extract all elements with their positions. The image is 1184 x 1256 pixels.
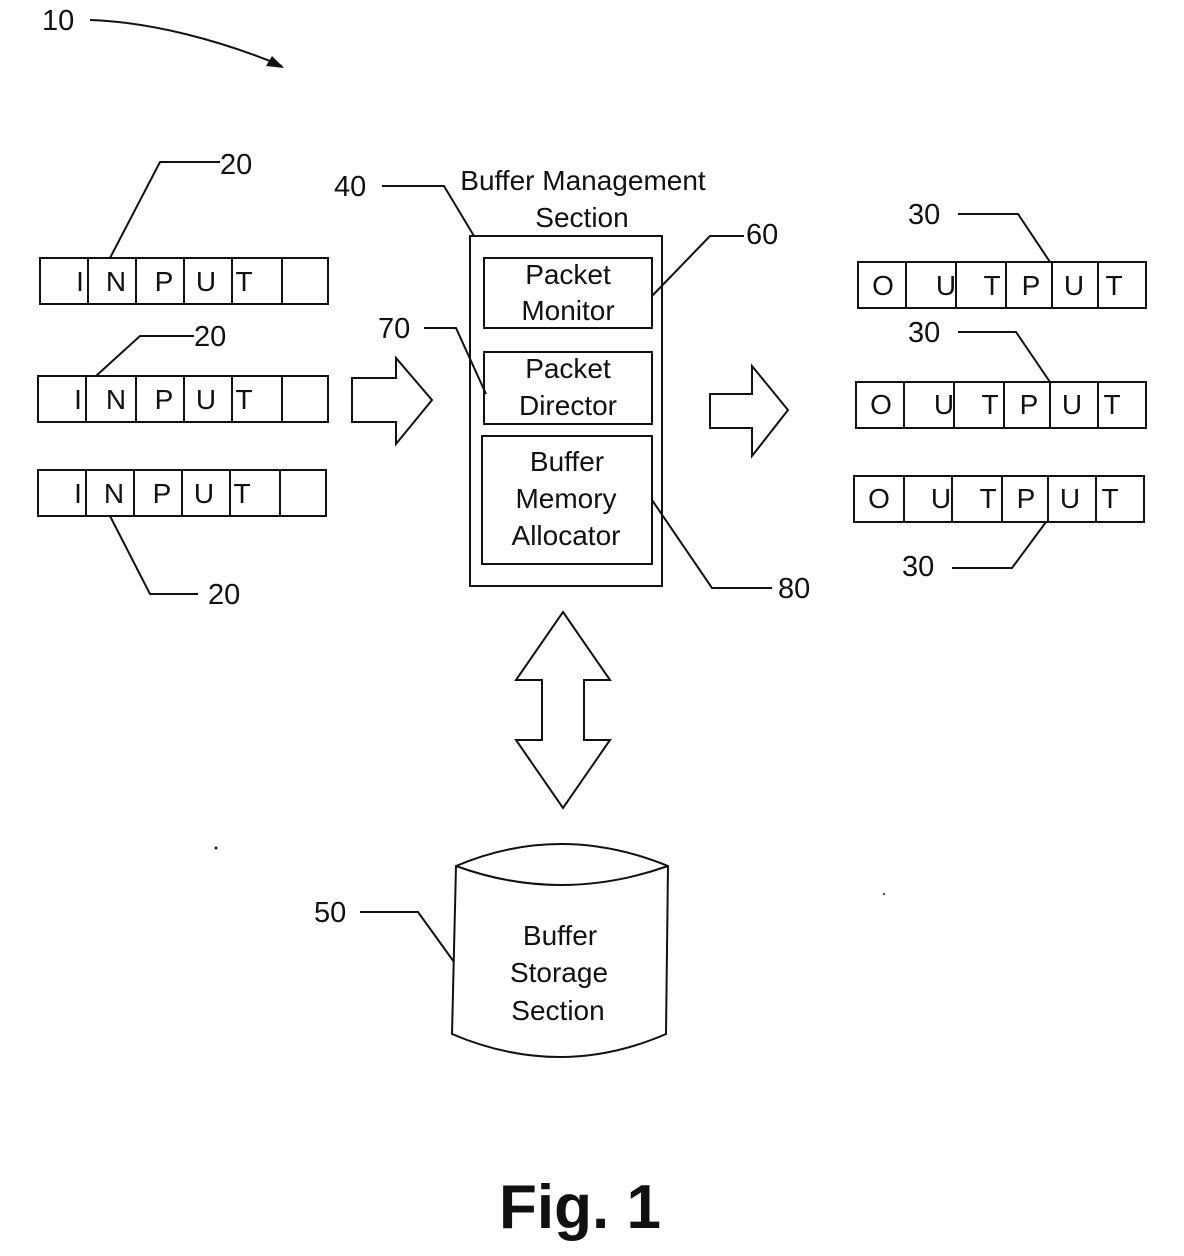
buffer-storage-line-1: Buffer xyxy=(523,920,597,951)
output-queue-2-cell-3: T xyxy=(981,389,998,420)
overall-ref-label: 10 xyxy=(42,5,74,37)
output-queue-2-cell-5: U xyxy=(1062,389,1082,420)
output-queue-1-cell-1: O xyxy=(872,270,894,301)
output-queue-1-cell-2: U xyxy=(936,270,956,301)
packet-monitor-line-1: Packet xyxy=(525,259,611,290)
buffer-storage-line-3: Section xyxy=(511,995,604,1026)
input-queue-2-cell-3: P xyxy=(155,384,174,415)
output-queue-3-cell-2: U xyxy=(931,483,951,514)
overall-ref-leader xyxy=(90,20,282,66)
overall-ref-arrowhead xyxy=(266,56,284,68)
buffer-memory-allocator-leader xyxy=(652,500,772,588)
output-queue-2-cell-1: O xyxy=(870,389,892,420)
buffer-memory-allocator-line-2: Memory xyxy=(515,483,616,514)
outbound-flow-arrow-icon xyxy=(710,366,788,456)
output-queue-3-cell-4: P xyxy=(1017,483,1036,514)
output-queue-3-cell-5: U xyxy=(1060,483,1080,514)
buffer-memory-allocator-line-3: Allocator xyxy=(512,520,621,551)
bidirectional-arrow-icon xyxy=(516,612,610,808)
packet-director-line-1: Packet xyxy=(525,353,611,384)
output-queue-1-cell-5: U xyxy=(1064,270,1084,301)
output-queue-2-leader xyxy=(958,332,1050,382)
input-queue-1-leader xyxy=(110,162,220,258)
input-queue-2-cell-5: T xyxy=(235,384,252,415)
output-queue-2-cell-2: U xyxy=(934,389,954,420)
input-queue-1-ref: 20 xyxy=(220,149,252,181)
packet-monitor-ref: 60 xyxy=(746,219,778,251)
input-queue-3-cell-1: I xyxy=(74,478,82,509)
output-queue-1-frame xyxy=(858,262,1146,308)
output-queue-2-cell-6: T xyxy=(1103,389,1120,420)
input-queue-1-cell-2: N xyxy=(106,266,126,297)
input-queue-3-leader xyxy=(110,516,198,594)
scan-speck xyxy=(215,847,218,850)
output-queue-3-cell-1: O xyxy=(868,483,890,514)
buffer-memory-allocator-ref: 80 xyxy=(778,573,810,605)
input-queue-2-cell-2: N xyxy=(106,384,126,415)
overall-reference: 10 xyxy=(42,5,284,68)
input-queue-1-cell-3: P xyxy=(155,266,174,297)
input-queue-3-cell-5: T xyxy=(233,478,250,509)
scan-speck xyxy=(883,893,885,895)
output-queue-1: O U T P U T 30 xyxy=(858,199,1146,308)
output-queue-2-cell-4: P xyxy=(1020,389,1039,420)
output-queue-1-cell-4: P xyxy=(1022,270,1041,301)
buffer-memory-allocator-line-1: Buffer xyxy=(530,446,604,477)
output-queue-1-cell-6: T xyxy=(1105,270,1122,301)
output-queue-1-leader xyxy=(958,214,1050,262)
output-queue-2-ref: 30 xyxy=(908,317,940,349)
input-queue-3-ref: 20 xyxy=(208,579,240,611)
input-queue-2-cell-1: I xyxy=(74,384,82,415)
input-queue-2-cell-4: U xyxy=(196,384,216,415)
input-queue-3-cell-4: U xyxy=(194,478,214,509)
buffer-storage-ref: 50 xyxy=(314,897,346,929)
input-queue-1-cell-5: T xyxy=(235,266,252,297)
input-queue-1-cell-4: U xyxy=(196,266,216,297)
buffer-management-ref: 40 xyxy=(334,171,366,203)
input-queue-2: I N P U T 20 xyxy=(38,321,328,422)
inbound-flow-arrow-icon xyxy=(352,358,432,444)
output-queue-3-ref: 30 xyxy=(902,551,934,583)
output-queue-3: O U T P U T 30 xyxy=(854,476,1144,583)
output-queue-2: O U T P U T 30 xyxy=(856,317,1146,428)
input-queue-1-cell-1: I xyxy=(76,266,84,297)
output-queue-3-cell-6: T xyxy=(1101,483,1118,514)
packet-director-ref: 70 xyxy=(378,313,410,345)
packet-monitor-line-2: Monitor xyxy=(521,295,614,326)
input-queue-2-ref: 20 xyxy=(194,321,226,353)
output-queue-3-leader xyxy=(952,522,1046,568)
buffer-storage-leader xyxy=(360,912,454,962)
buffer-storage-section: Buffer Storage Section 50 xyxy=(314,844,668,1057)
buffer-storage-line-2: Storage xyxy=(510,957,608,988)
packet-monitor-leader xyxy=(652,236,744,296)
input-queue-3: I N P U T 20 xyxy=(38,470,326,611)
output-queue-1-ref: 30 xyxy=(908,199,940,231)
figure-caption: Fig. 1 xyxy=(499,1173,661,1242)
output-queue-3-cell-3: T xyxy=(979,483,996,514)
input-queue-2-leader xyxy=(96,336,194,376)
input-queue-3-cell-2: N xyxy=(104,478,124,509)
input-queue-3-cell-3: P xyxy=(153,478,172,509)
input-queue-1: I N P U T 20 xyxy=(40,149,328,304)
output-queue-1-cell-3: T xyxy=(983,270,1000,301)
packet-director-line-2: Director xyxy=(519,390,617,421)
buffer-management-title-line-2: Section xyxy=(535,202,628,233)
buffer-management-title-line-1: Buffer Management xyxy=(460,165,706,196)
